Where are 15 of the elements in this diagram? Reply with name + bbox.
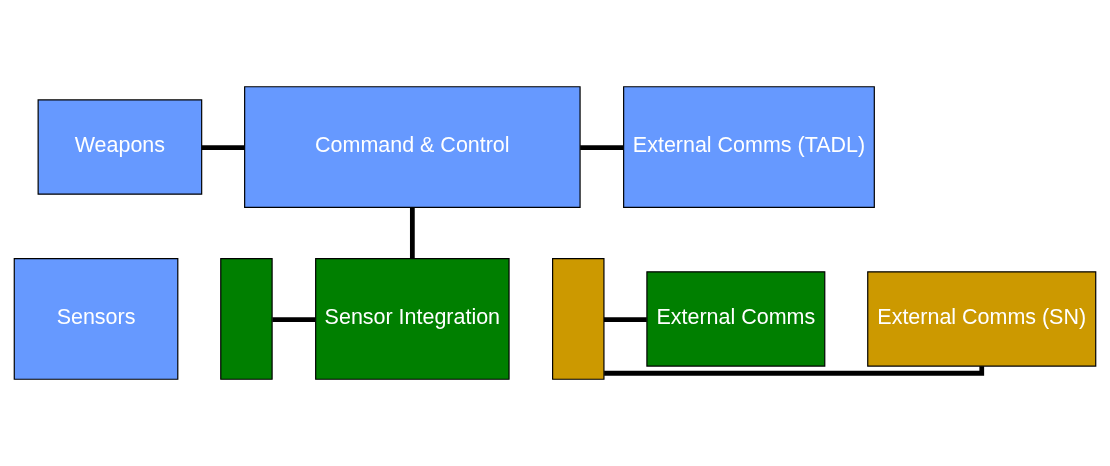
node-box	[552, 258, 605, 380]
node-box: External Comms (SN)	[867, 271, 1097, 367]
node-box: External Comms	[646, 271, 826, 367]
connector	[409, 207, 415, 259]
node-box: External Comms (TADL)	[623, 86, 875, 208]
node-box: Weapons	[37, 99, 203, 195]
node-box: Sensor Integration	[315, 258, 510, 380]
connector	[201, 145, 245, 151]
node-box: Command & Control	[244, 86, 581, 208]
connector	[580, 145, 624, 151]
node-box: Sensors	[13, 258, 179, 380]
connector	[603, 317, 647, 322]
connector	[604, 366, 985, 376]
node-box	[220, 258, 273, 380]
connector	[272, 317, 316, 322]
